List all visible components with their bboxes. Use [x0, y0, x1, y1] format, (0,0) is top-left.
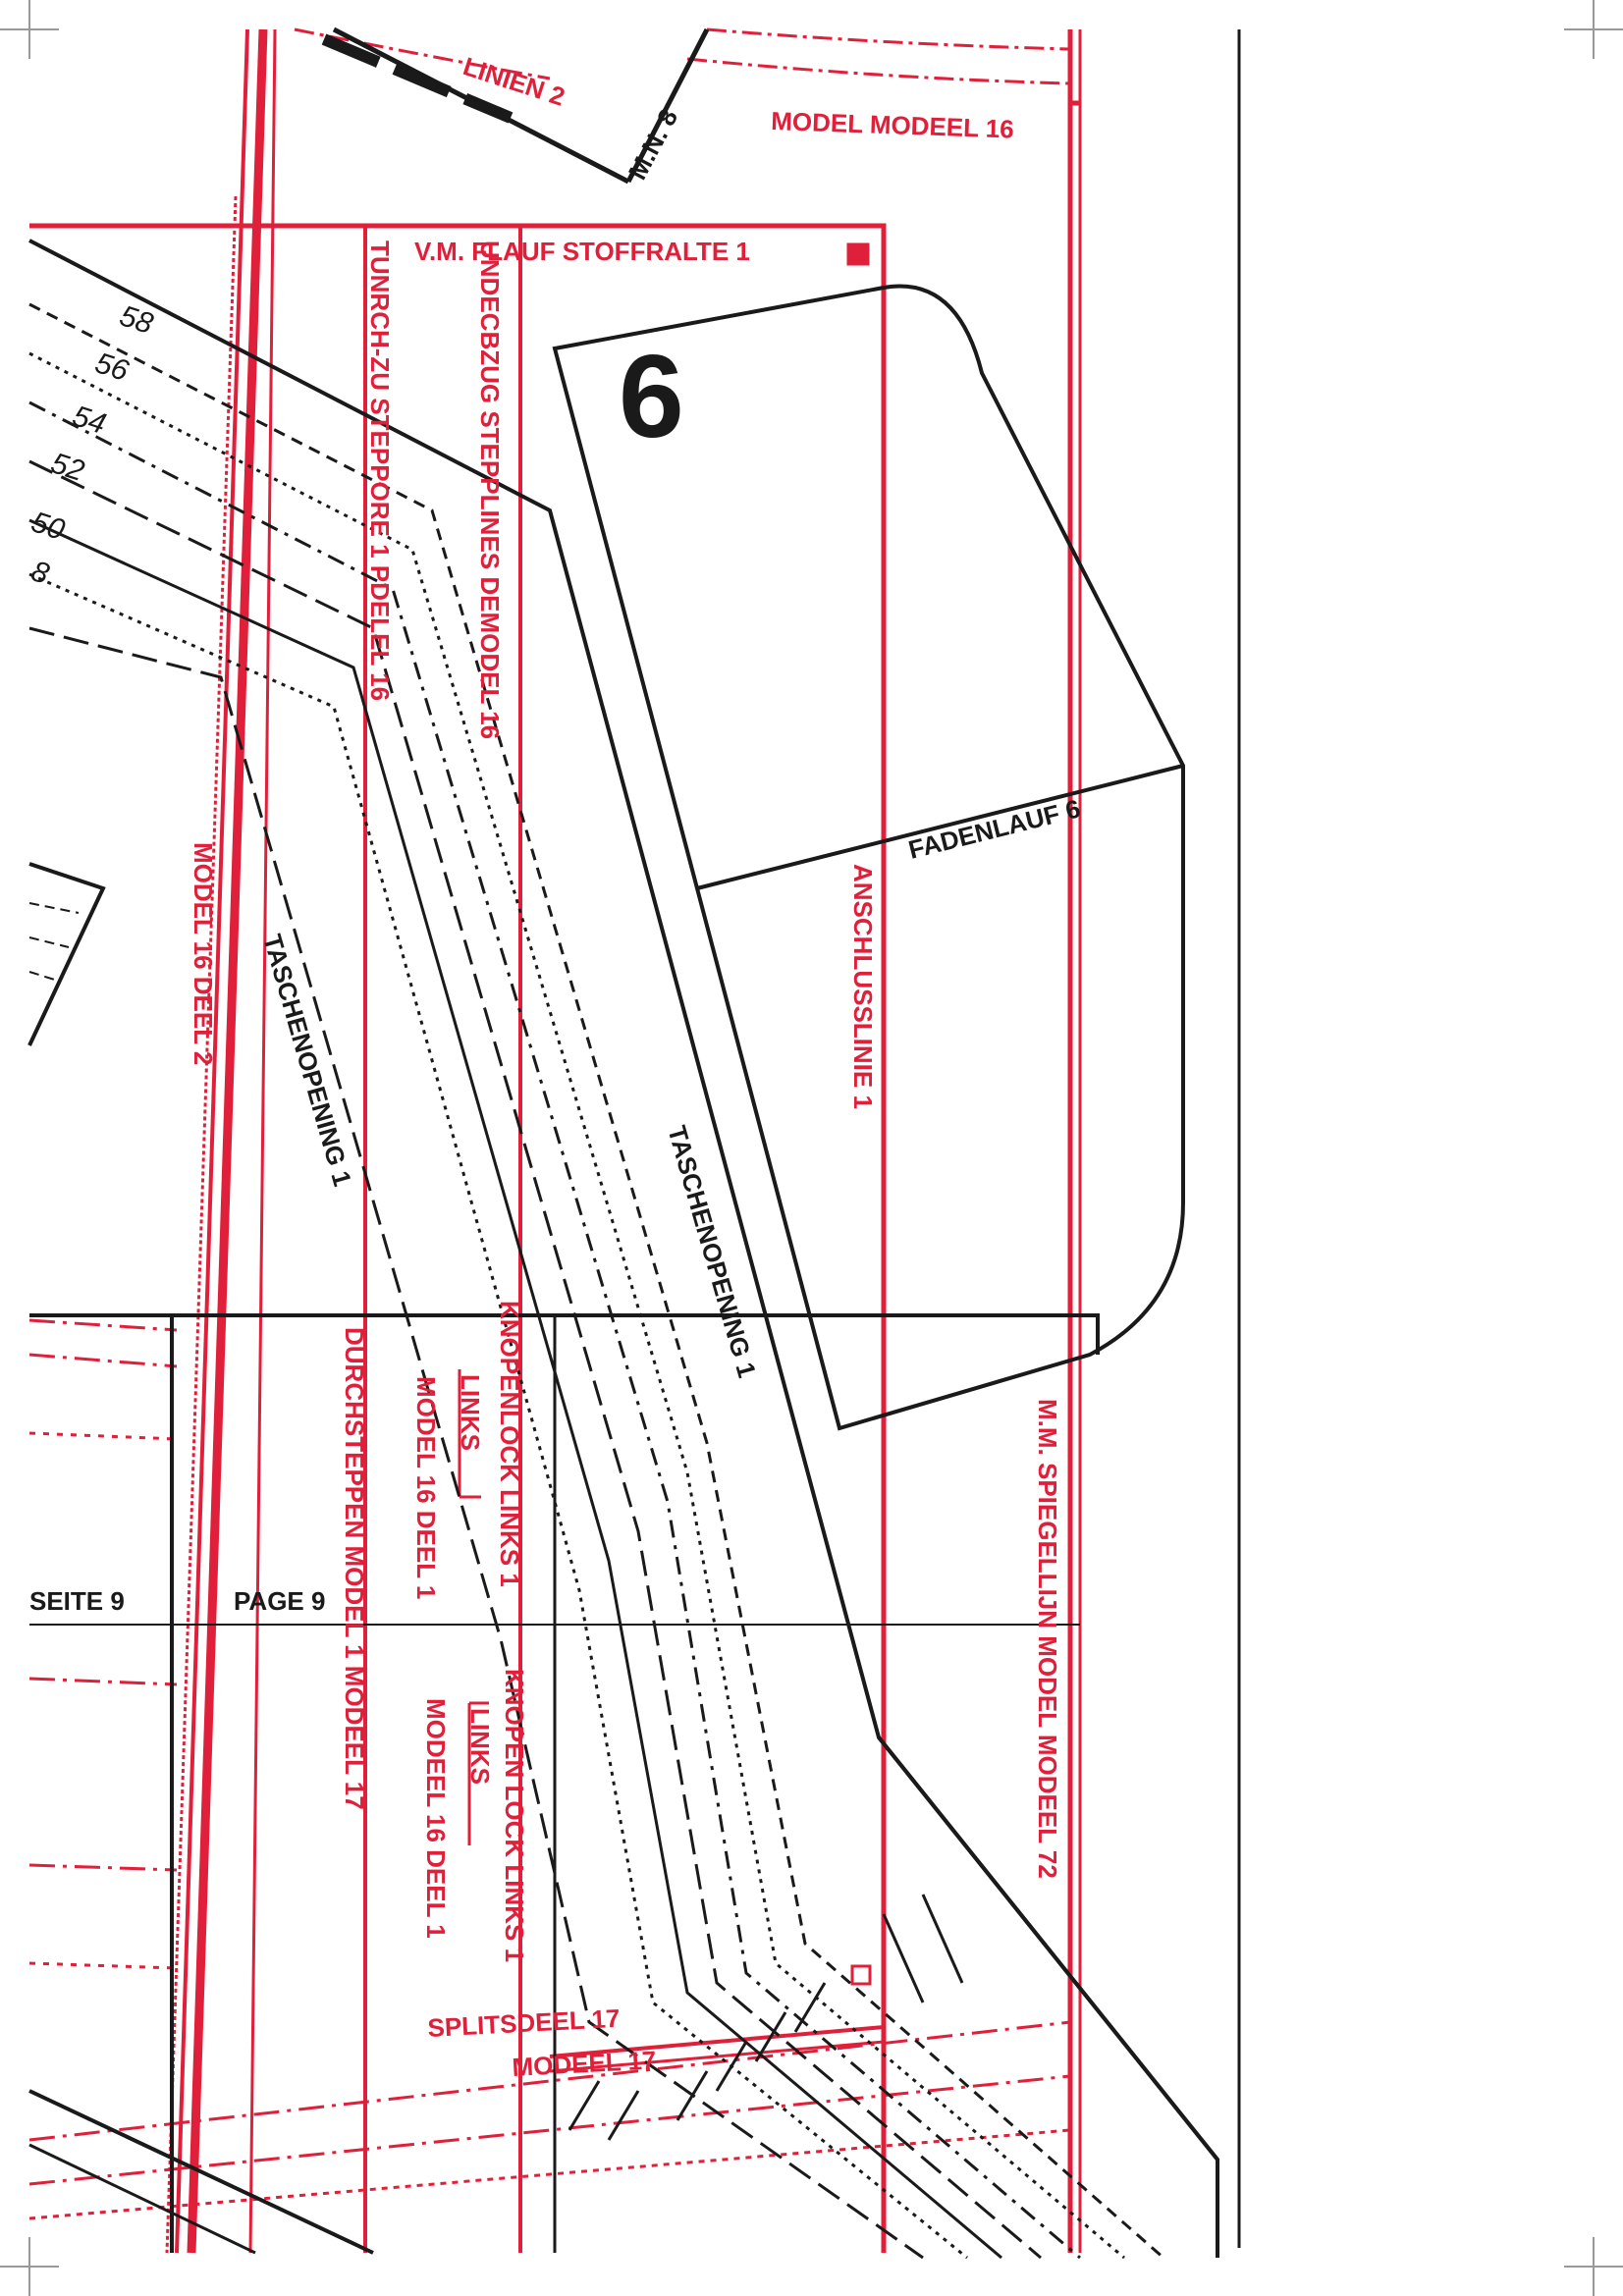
size-label: 58: [116, 299, 157, 341]
fold-label: V.M. FLAUF STOFFRALTE 1: [414, 237, 750, 266]
split-label: SPLITSDEEL 17: [427, 2003, 621, 2043]
anschluss-label: ANSCHLUSSLINIE 1: [848, 864, 878, 1109]
grain-label: FADENLAUF 6: [905, 793, 1083, 864]
mirror-label: M.M. SPIEGELLIJN MODEL MODEEL 72: [1033, 1399, 1062, 1879]
links-label-b: LINKS: [465, 1708, 495, 1785]
red-pattern-lines: [28, 27, 1082, 2254]
model-label-a: MODEL 16 DEEL 1: [411, 1376, 441, 1599]
model17-label: MODEEL 17: [512, 2045, 657, 2082]
size-label: 50: [27, 506, 69, 547]
top-label-c: MODEL MODEEL 16: [771, 106, 1014, 144]
stitch-label: DURCHSTEPPEN MODEL 1 MODEEL 17: [340, 1327, 369, 1810]
links-label-a: LINKS: [456, 1374, 485, 1451]
page-label-a: SEITE 9: [29, 1586, 125, 1616]
vertical-label-1: TUNRCH-ZU STEPPORE 1 PDELEL 16: [365, 240, 395, 701]
size-label: 52: [47, 447, 88, 488]
piece-number: 6: [619, 331, 684, 462]
black-pattern-lines: [27, 27, 1219, 2260]
knoop-label-b: KNOPEN LOCK LINKS 1: [500, 1669, 529, 1962]
top-label-b: M.N. 8: [622, 104, 683, 185]
size-label: 8: [27, 555, 53, 591]
knoop-label-a: KNOPENLOCK LINKS 1: [495, 1301, 524, 1587]
red-labels: LINIEN 2 MODEL MODEEL 16 V.M. FLAUF STOF…: [189, 51, 1062, 2082]
model-label-b: MODEEL 16 DEEL 1: [421, 1698, 451, 1939]
pocket-label-a: TASCHENOPENING 1: [257, 931, 357, 1189]
size-label: 54: [69, 400, 110, 441]
size-labels: 58 56 54 52 50 8: [27, 299, 157, 591]
vertical-label-2: UNDECBZUG STEPPLINES DEMODEL 16: [475, 240, 505, 739]
model2-label: MODEL 16 DEEL 2: [189, 842, 218, 1065]
page-label-b: PAGE 9: [234, 1586, 325, 1616]
black-labels: M.N. 8 FADENLAUF 6 TASCHENOPENING 1 TASC…: [29, 104, 1083, 1616]
